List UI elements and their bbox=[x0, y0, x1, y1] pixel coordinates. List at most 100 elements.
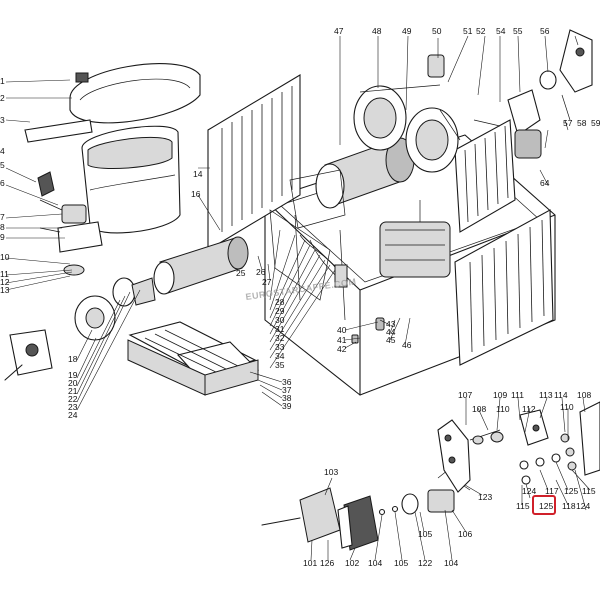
callout-11: 11 bbox=[0, 269, 9, 279]
callout-41: 41 bbox=[337, 335, 347, 345]
callout-104-b: 104 bbox=[444, 558, 458, 568]
rear-panel-lower bbox=[454, 209, 554, 366]
callout-32: 32 bbox=[275, 333, 285, 343]
internal-wiring bbox=[269, 169, 348, 301]
rear-panel-upper bbox=[454, 119, 516, 233]
callout-30: 30 bbox=[275, 315, 285, 325]
callout-35: 35 bbox=[275, 360, 285, 370]
callout-16: 16 bbox=[191, 189, 201, 199]
callout-45: 45 bbox=[386, 335, 396, 345]
callout-26: 26 bbox=[256, 267, 266, 277]
callout-108-a: 108 bbox=[472, 404, 486, 414]
callout-37: 37 bbox=[282, 385, 292, 395]
callout-7: 7 bbox=[0, 212, 5, 222]
callout-3: 3 bbox=[0, 115, 5, 125]
callout-112: 112 bbox=[522, 404, 536, 414]
callout-54: 54 bbox=[496, 26, 506, 36]
callout-36: 36 bbox=[282, 377, 292, 387]
callout-123: 123 bbox=[478, 492, 492, 502]
callout-19: 19 bbox=[68, 370, 78, 380]
callout-111: 111 bbox=[511, 390, 524, 400]
callout-25: 25 bbox=[236, 268, 246, 278]
callout-6: 6 bbox=[0, 178, 5, 188]
highlight-box-125[interactable] bbox=[532, 495, 556, 515]
callout-28: 28 bbox=[275, 297, 285, 307]
callout-21: 21 bbox=[68, 386, 78, 396]
callout-58: 58 bbox=[577, 118, 587, 128]
callout-38: 38 bbox=[282, 393, 292, 403]
callout-124-b: 124 bbox=[576, 501, 590, 511]
callout-24: 24 bbox=[68, 410, 78, 420]
callout-5: 5 bbox=[0, 160, 5, 170]
callout-29: 29 bbox=[275, 306, 285, 316]
callout-122: 122 bbox=[418, 558, 432, 568]
callout-105-b: 105 bbox=[418, 529, 432, 539]
callout-124-a: 124 bbox=[522, 486, 536, 496]
callout-55: 55 bbox=[513, 26, 523, 36]
callout-103: 103 bbox=[324, 467, 338, 477]
callout-31: 31 bbox=[275, 324, 285, 334]
callout-labels: 1 2 3 5 6 7 8 9 10 11 12 13 4 14 16 25 2… bbox=[0, 26, 600, 568]
callout-8: 8 bbox=[0, 222, 5, 232]
side-panel-left bbox=[207, 74, 301, 251]
callout-126: 126 bbox=[320, 558, 334, 568]
callout-56: 56 bbox=[540, 26, 550, 36]
callout-125-a: 125 bbox=[564, 486, 578, 496]
callout-110-b: 110 bbox=[560, 402, 574, 412]
callout-12: 12 bbox=[0, 277, 10, 287]
callout-125-b: 125 bbox=[539, 501, 553, 511]
callout-48: 48 bbox=[372, 26, 382, 36]
callout-10: 10 bbox=[0, 252, 10, 262]
vent-grille-left bbox=[221, 86, 293, 232]
callout-115-a: 115 bbox=[582, 486, 596, 496]
callout-104-a: 104 bbox=[368, 558, 382, 568]
callout-14: 14 bbox=[193, 169, 203, 179]
hopper-lid bbox=[69, 63, 201, 124]
callout-105-a: 105 bbox=[394, 558, 408, 568]
callout-57: 57 bbox=[563, 118, 573, 128]
callout-109: 109 bbox=[493, 390, 507, 400]
callout-2: 2 bbox=[0, 93, 5, 103]
callout-114: 114 bbox=[554, 390, 568, 400]
callout-113: 113 bbox=[539, 390, 553, 400]
callout-47: 47 bbox=[334, 26, 344, 36]
auger-drums bbox=[353, 84, 461, 173]
callout-9: 9 bbox=[0, 232, 5, 242]
callout-49: 49 bbox=[402, 26, 412, 36]
callout-102: 102 bbox=[345, 558, 359, 568]
hopper-tank bbox=[81, 125, 181, 234]
leader-lines bbox=[5, 35, 591, 561]
callout-22: 22 bbox=[68, 394, 78, 404]
feet bbox=[351, 317, 385, 344]
hopper-gasket bbox=[24, 119, 93, 143]
callout-44: 44 bbox=[386, 327, 396, 337]
callout-40: 40 bbox=[337, 325, 347, 335]
gearbox-assembly-upper bbox=[427, 29, 593, 159]
callout-117: 117 bbox=[545, 486, 559, 496]
callout-39: 39 bbox=[282, 401, 292, 411]
callout-34: 34 bbox=[275, 351, 285, 361]
callout-50: 50 bbox=[432, 26, 442, 36]
callout-13: 13 bbox=[0, 285, 10, 295]
callout-59: 59 bbox=[591, 118, 600, 128]
callout-101: 101 bbox=[303, 558, 317, 568]
auger-parts bbox=[4, 277, 156, 381]
callout-4: 4 bbox=[0, 146, 5, 156]
callout-27: 27 bbox=[262, 277, 272, 287]
switch-bracket bbox=[437, 401, 600, 493]
callout-110-a: 110 bbox=[496, 404, 510, 414]
callout-107: 107 bbox=[458, 390, 472, 400]
callout-115-b: 115 bbox=[516, 501, 530, 511]
callout-42: 42 bbox=[337, 344, 347, 354]
callout-20: 20 bbox=[68, 378, 78, 388]
machine-frame bbox=[264, 134, 556, 396]
callout-18: 18 bbox=[68, 354, 78, 364]
dispensing-tap bbox=[37, 171, 103, 276]
callout-51: 51 bbox=[463, 26, 473, 36]
callout-33: 33 bbox=[275, 342, 285, 352]
callout-118: 118 bbox=[562, 501, 576, 511]
motor-assembly bbox=[261, 469, 471, 551]
callout-52: 52 bbox=[476, 26, 486, 36]
callout-108-b: 108 bbox=[577, 390, 591, 400]
